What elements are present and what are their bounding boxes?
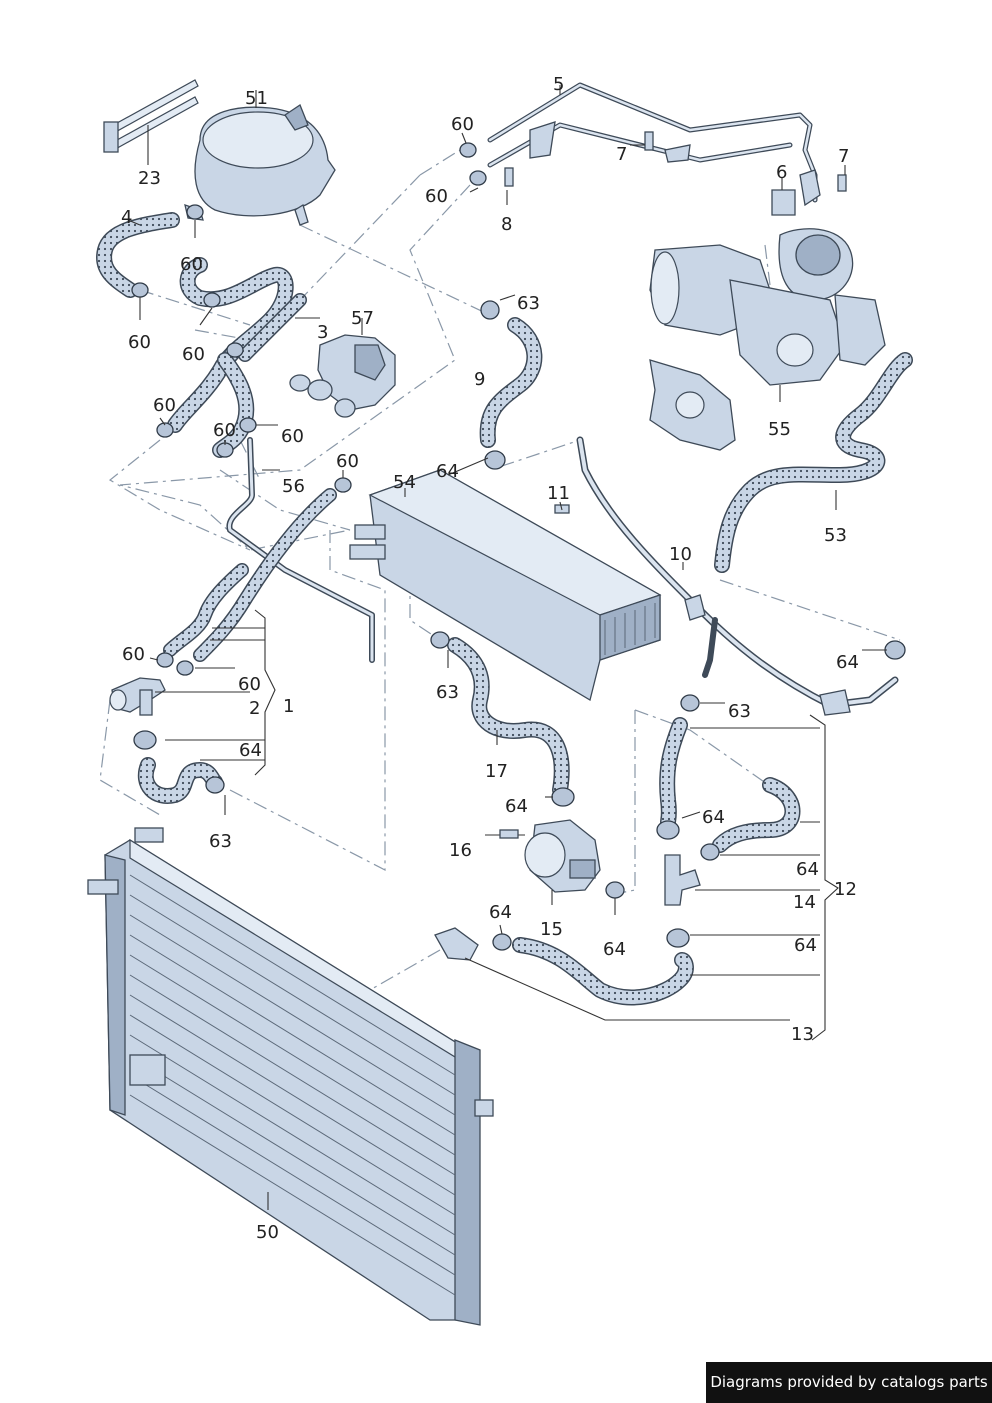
callout-60: 60: [213, 420, 236, 441]
heat-exchanger-part: [349, 469, 662, 702]
callout-labels: 23 51 4 60 60 60 3 57 60 60 60 56 60 60 …: [121, 74, 859, 1243]
callout-50: 50: [256, 1222, 279, 1243]
turbo-coolant-pipes-part: [487, 82, 821, 207]
callout-64: 64: [603, 939, 626, 960]
callout-64: 64: [836, 652, 859, 673]
expansion-tank-part: [184, 90, 336, 226]
callout-60: 60: [281, 426, 304, 447]
callout-63: 63: [209, 831, 232, 852]
callout-10: 10: [669, 544, 692, 565]
coolant-pipe-10-part: [576, 436, 899, 716]
callout-60: 60: [425, 186, 448, 207]
callout-4: 4: [121, 207, 132, 228]
callout-60: 60: [182, 344, 205, 365]
turbocharger-part: [649, 228, 886, 451]
callout-9: 9: [474, 369, 485, 390]
callout-64: 64: [794, 935, 817, 956]
callout-54: 54: [393, 472, 416, 493]
lower-right-hoses: [434, 717, 801, 1006]
callout-5: 5: [553, 74, 564, 95]
callout-64: 64: [505, 796, 528, 817]
hose-53-part: [714, 352, 913, 573]
cable-tie-part: [103, 79, 199, 165]
callout-16: 16: [449, 840, 472, 861]
callout-7: 7: [838, 146, 849, 167]
callout-63: 63: [728, 701, 751, 722]
callout-60: 60: [180, 254, 203, 275]
radiator-part: [87, 827, 494, 1326]
water-pump-part: [485, 819, 601, 905]
callout-7: 7: [616, 144, 627, 165]
hose-clamps: [131, 142, 906, 951]
callout-60: 60: [153, 395, 176, 416]
callout-64: 64: [436, 461, 459, 482]
callout-3: 3: [317, 322, 328, 343]
callout-57: 57: [351, 308, 374, 329]
hose-17-part: [447, 637, 570, 798]
credit-banner: Diagrams provided by catalogs parts: [706, 1362, 992, 1403]
callout-60: 60: [336, 451, 359, 472]
left-mid-hoses: [109, 488, 337, 804]
callout-64: 64: [489, 902, 512, 923]
callout-17: 17: [485, 761, 508, 782]
callout-55: 55: [768, 419, 791, 440]
callout-11: 11: [547, 483, 570, 504]
callout-63: 63: [436, 682, 459, 703]
callout-23: 23: [138, 168, 161, 189]
coolant-valve-part: [289, 318, 396, 418]
callout-6: 6: [776, 162, 787, 183]
callout-60: 60: [122, 644, 145, 665]
hose-9-part: [479, 317, 543, 448]
callout-12: 12: [834, 879, 857, 900]
callout-14: 14: [793, 892, 816, 913]
callout-64: 64: [796, 859, 819, 880]
callout-13: 13: [791, 1024, 814, 1045]
callout-60: 60: [238, 674, 261, 695]
callout-15: 15: [540, 919, 563, 940]
callout-1: 1: [283, 696, 294, 717]
callout-64: 64: [239, 740, 262, 761]
callout-53: 53: [824, 525, 847, 546]
callout-2: 2: [249, 698, 260, 719]
callout-64: 64: [702, 807, 725, 828]
callout-60: 60: [128, 332, 151, 353]
callout-63: 63: [517, 293, 540, 314]
callout-60: 60: [451, 114, 474, 135]
callout-8: 8: [501, 214, 512, 235]
callout-51: 51: [245, 88, 268, 109]
callout-56: 56: [282, 476, 305, 497]
leader-lines: [127, 132, 887, 1041]
